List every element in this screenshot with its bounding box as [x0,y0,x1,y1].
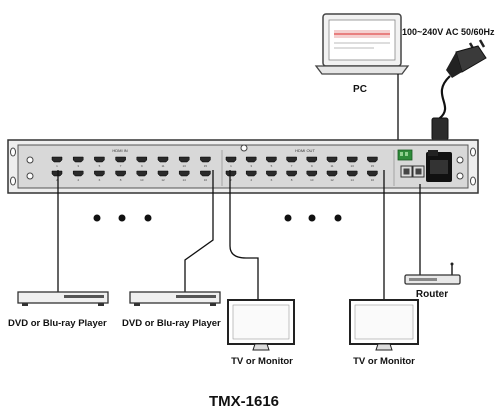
hdmi-in-port-9 [136,156,148,163]
hdmi-out-port-number: 8 [291,178,293,182]
tv2-label: TV or Monitor [353,356,415,367]
hdmi-in-port-8 [115,170,126,177]
power-plug-icon [431,39,487,146]
router-label: Router [416,289,448,300]
hdmi-in-port-number: 11 [161,164,164,168]
hdmi-out-port-5 [266,156,277,163]
hdmi-in-port-number: 3 [77,164,79,168]
dvd-player-2 [129,291,221,306]
pc-label: PC [353,84,367,95]
hdmi-out-port-number: 15 [371,164,375,168]
hdmi-out-port-9 [306,156,318,163]
hdmi-in-port-number: 15 [204,164,208,168]
hdmi-out-port-number: 3 [250,164,252,168]
hdmi-out-port-number: 16 [371,178,375,182]
hdmi-in-port-number: 10 [140,178,144,182]
hdmi-out-port-number: 11 [330,164,333,168]
dvd-player-1 [17,291,109,306]
hdmi-in-port-number: 5 [99,164,101,168]
hdmi-in-port-7 [115,156,126,163]
hdmi-in-port-10 [136,170,148,177]
hdmi-in-port-number: 9 [141,164,143,168]
model-title: TMX-1616 [209,393,279,410]
hdmi-out-port-8 [286,170,297,177]
hdmi-out-port-number: 12 [330,178,334,182]
hdmi-in-port-13 [178,156,190,163]
hdmi-in-port-4 [72,170,84,177]
hdmi-in-port-16 [200,170,211,177]
hdmi-out-port-11 [326,156,338,163]
hdmi-in-port-number: 13 [183,164,187,168]
router-device [404,262,461,285]
hdmi-in-label: HDMI IN [112,148,127,153]
hdmi-out-port-3 [245,156,257,163]
hdmi-out-port-1 [225,156,237,163]
dvd2-cable [184,170,214,292]
hdmi-in-port-number: 16 [204,178,208,182]
rs232-terminal [397,149,413,161]
hdmi-out-port-16 [367,170,378,177]
hdmi-out-port-4 [245,170,257,177]
hdmi-out-port-7 [286,156,297,163]
pc-laptop [314,13,410,75]
power-spec-label: 100~240V AC 50/60Hz [402,27,495,37]
hdmi-out-port-number: 2 [230,178,232,182]
hdmi-out-port-number: 5 [271,164,273,168]
hdmi-out-port-number: 14 [351,178,355,182]
hdmi-in-port-number: 14 [183,178,187,182]
hdmi-in-port-2 [51,170,63,177]
power-inlet [426,150,452,182]
hdmi-out-port-number: 6 [271,178,273,182]
hdmi-in-port-15 [200,156,211,163]
hdmi-out-label: HDMI OUT [295,148,315,153]
hdmi-out-port-10 [306,170,318,177]
hdmi-in-port-number: 6 [99,178,101,182]
hdmi-in-port-3 [72,156,84,163]
tv1-label: TV or Monitor [231,356,293,367]
hdmi-in-port-14 [178,170,190,177]
hdmi-out-port-number: 13 [351,164,355,168]
hdmi-out-port-14 [346,170,358,177]
hdmi-out-port-number: 7 [291,164,293,168]
hdmi-in-port-1 [51,156,63,163]
hdmi-out-port-6 [266,170,277,177]
hdmi-in-port-number: 2 [56,178,58,182]
dvd1-label: DVD or Blu-ray Player [8,318,107,329]
hdmi-in-port-number: 4 [77,178,79,182]
tv1-cable [229,170,259,300]
hdmi-out-port-15 [367,156,378,163]
hdmi-in-port-number: 8 [120,178,122,182]
ellipsis-outputs [284,214,342,222]
hdmi-out-port-number: 4 [250,178,252,182]
ellipsis-inputs [93,214,152,222]
hdmi-out-port-number: 1 [230,164,232,168]
ethernet-port [400,165,425,178]
tv-monitor-2 [349,299,419,351]
hdmi-in-port-number: 12 [161,178,165,182]
hdmi-out-port-12 [326,170,338,177]
tv-monitor-1 [227,299,295,351]
dvd2-label: DVD or Blu-ray Player [122,318,221,329]
hdmi-out-port-2 [225,170,237,177]
hdmi-out-port-13 [346,156,358,163]
hdmi-in-port-number: 1 [56,164,58,168]
hdmi-out-port-number: 10 [310,178,314,182]
hdmi-out-port-number: 9 [311,164,313,168]
matrix-switcher-chassis [7,139,479,194]
hdmi-in-port-number: 7 [120,164,122,168]
hdmi-in-port-11 [157,156,169,163]
hdmi-in-port-6 [94,170,105,177]
hdmi-in-port-12 [157,170,169,177]
hdmi-in-port-5 [94,156,105,163]
